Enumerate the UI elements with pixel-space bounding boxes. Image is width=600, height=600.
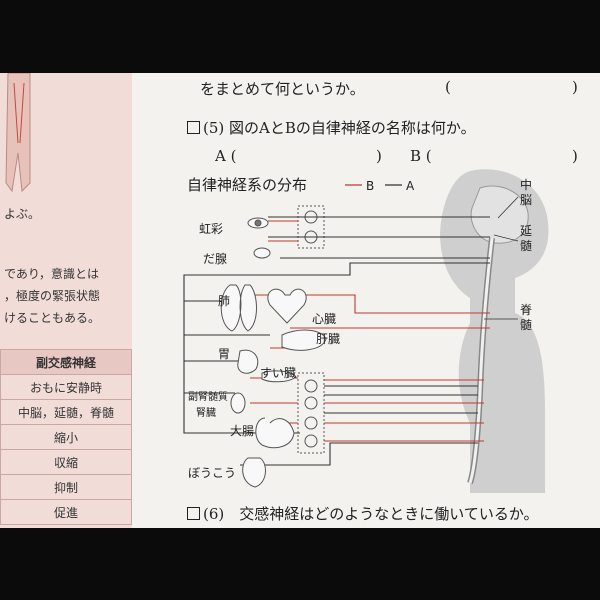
liver-icon	[281, 329, 327, 351]
answer-b-close: )	[572, 147, 578, 165]
legend-a: A	[406, 179, 415, 193]
question-4-tail: をまとめて何というか。	[200, 80, 365, 98]
question-5-checkbox[interactable]	[187, 121, 200, 134]
label-intestine: 大腸	[230, 424, 254, 438]
autonomic-nervous-system-diagram: 自律神経系の分布 B A 中 脳 延 髄 脊 髄	[183, 169, 549, 493]
table-cell: 縮小	[0, 424, 132, 450]
left-paragraph-line-3: けることもある。	[4, 311, 101, 325]
adrenal-kidney-icon	[230, 392, 246, 414]
question-5: (5) 図のAとBの自律神経の名称は何か。	[187, 117, 476, 138]
label-spinal-1: 脊	[520, 303, 532, 317]
label-adrenal: 副腎髄質	[188, 390, 228, 403]
label-spinal-2: 髄	[520, 317, 532, 332]
label-salivary: だ腺	[203, 252, 227, 266]
label-kidney: 腎臓	[196, 407, 216, 419]
label-stomach: 胃	[218, 347, 230, 361]
label-lung: 肺	[218, 294, 230, 308]
label-medulla-1: 延	[520, 224, 532, 238]
diagram-title: 自律神経系の分布	[187, 176, 307, 194]
pancreas-icon	[261, 370, 297, 383]
large-intestine-icon	[255, 417, 295, 449]
left-fragment: よぶ。	[4, 207, 41, 221]
salivary-gland-icon	[253, 247, 271, 259]
textbook-page: よぶ。 であり，意識とは ，極度の緊張状態 けることもある。 副交感神経 おもに…	[0, 73, 600, 528]
bladder-icon	[242, 457, 266, 488]
left-paragraph-line-1: であり，意識とは	[4, 267, 100, 281]
heart-icon	[267, 288, 307, 324]
lung-icon	[220, 284, 257, 332]
label-heart: 心臓	[312, 312, 336, 326]
label-midbrain-1: 中	[520, 177, 532, 192]
label-iris: 虹彩	[199, 222, 223, 236]
answer-a-close: )	[376, 147, 382, 165]
left-paragraph-line-2: ，極度の緊張状態	[4, 289, 101, 303]
left-column: よぶ。 であり，意識とは ，極度の緊張状態 けることもある。 副交感神経 おもに…	[0, 73, 132, 528]
legend-b: B	[366, 179, 374, 193]
question-6-checkbox[interactable]	[187, 507, 200, 520]
answer-a-open: A (	[215, 147, 237, 165]
answer-blank-4-close: )	[572, 78, 578, 96]
body-figure-icon	[5, 73, 31, 193]
label-pancreas: すい臓	[260, 366, 296, 380]
question-6: (6) 交感神経はどのようなときに働いているか。	[187, 503, 539, 524]
table-cell: おもに安静時	[0, 374, 132, 400]
comparison-table: 副交感神経 おもに安静時 中脳，延髄，脊髄 縮小 収縮 抑制 促進	[0, 349, 132, 525]
stomach-icon	[237, 349, 259, 374]
body-silhouette	[440, 169, 549, 493]
label-medulla-2: 髄	[520, 238, 532, 253]
label-midbrain-2: 脳	[520, 193, 532, 207]
table-cell: 促進	[0, 499, 132, 525]
answer-b-open: B (	[410, 147, 432, 165]
table-cell: 収縮	[0, 449, 132, 475]
table-header: 副交感神経	[0, 349, 132, 375]
label-liver: 肝臓	[316, 332, 340, 346]
label-bladder: ぼうこう	[188, 466, 236, 480]
answer-blank-4-open: (	[445, 78, 451, 96]
